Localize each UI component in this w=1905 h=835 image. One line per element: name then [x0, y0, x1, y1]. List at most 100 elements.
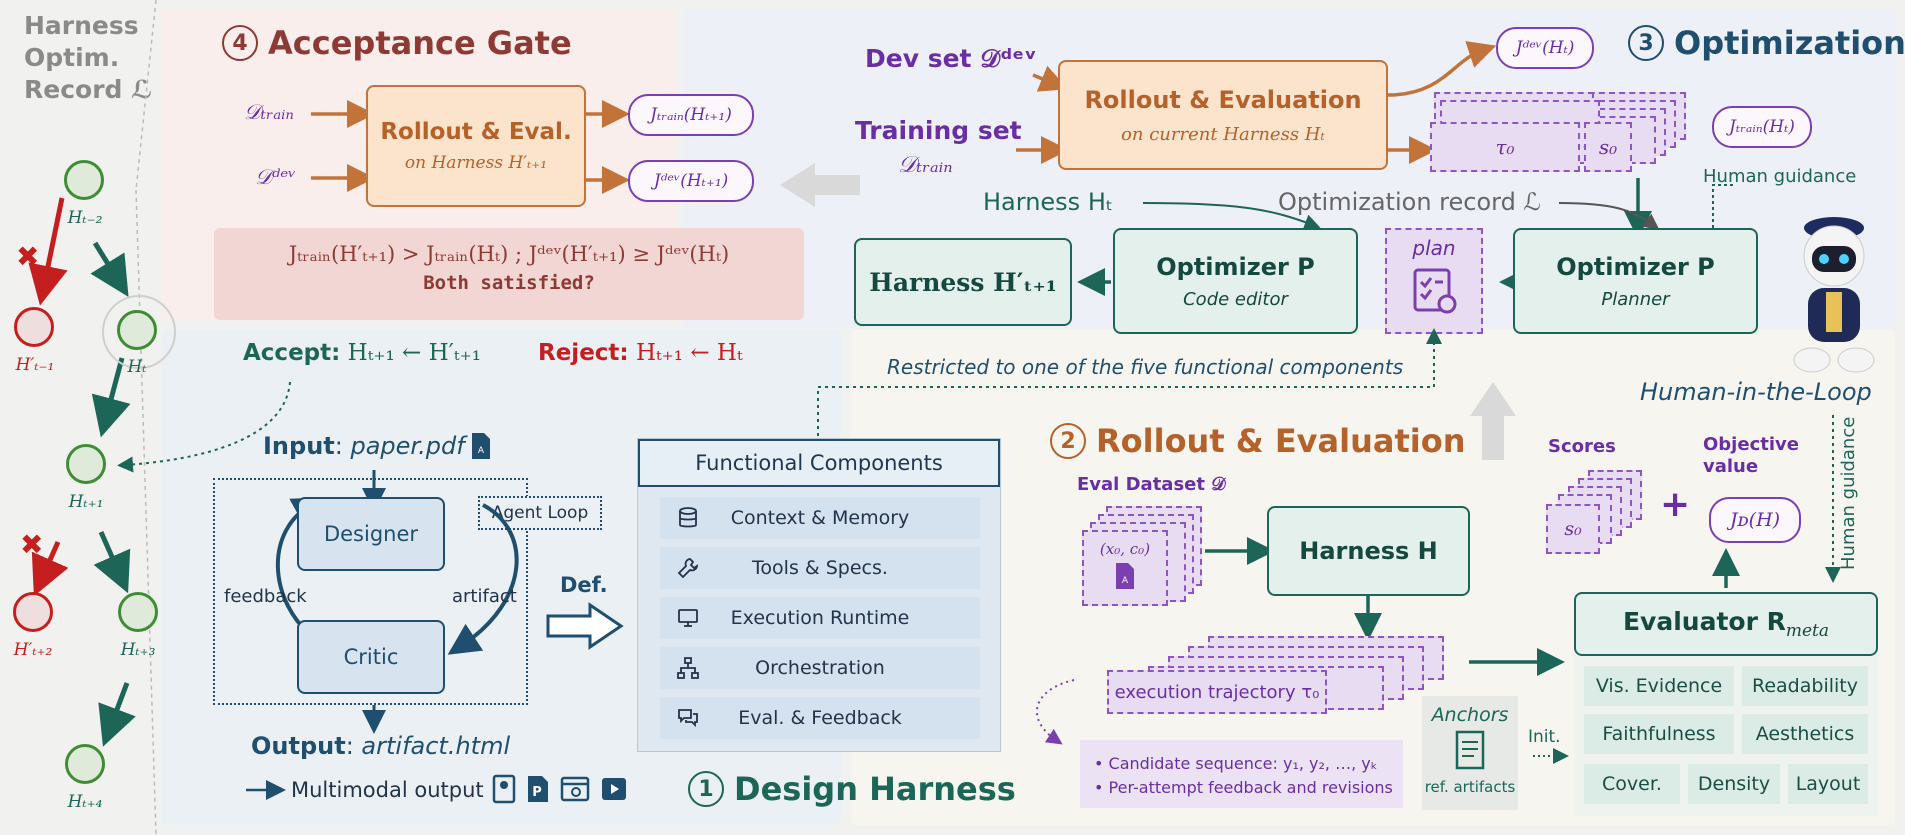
anchors-box: Anchors ref. artifacts — [1422, 696, 1518, 810]
step-number: 4 — [222, 25, 258, 61]
robot-icon — [1793, 217, 1875, 373]
record-node-label: Hₜ — [127, 357, 147, 377]
harness-new-box: Harness H′ₜ₊₁ — [854, 238, 1072, 326]
dev-set-label: Dev set 𝒟ᵈᵉᵛ — [865, 44, 1037, 73]
svg-text:A: A — [478, 446, 485, 456]
metric-layout: Layout — [1788, 764, 1868, 804]
metric-vis-evidence: Vis. Evidence — [1584, 666, 1734, 706]
designer-box: Designer — [297, 497, 445, 571]
ref-artifacts-label: ref. artifacts — [1424, 778, 1516, 796]
fc-title: Functional Components — [695, 451, 943, 475]
step-number: 1 — [688, 771, 724, 807]
pdf-icon: A — [1116, 563, 1134, 589]
pdf-icon: A — [472, 433, 490, 459]
step-number: 3 — [1628, 25, 1664, 61]
code-editor-sub: Code editor — [1183, 288, 1288, 310]
fc-item-eval-feedback: Eval. & Feedback — [660, 697, 980, 739]
record-node — [118, 592, 158, 632]
training-set-symbol: 𝒟ₜᵣₐᵢₙ — [898, 152, 953, 178]
tau-box: τ₀ — [1430, 122, 1580, 172]
pair-label: (x₀, c₀) — [1099, 540, 1151, 558]
fc-header: Functional Components — [638, 439, 1000, 487]
opt-record-label: Optimization record ℒ — [1278, 188, 1541, 216]
s-box: s₀ — [1584, 122, 1632, 172]
record-node-label: Hₜ₊₃ — [120, 640, 156, 660]
init-label: Init. — [1528, 727, 1561, 747]
record-node — [66, 444, 106, 484]
metric-aesthetics: Aesthetics — [1742, 714, 1868, 754]
record-node — [64, 160, 104, 200]
fc-item-tools-specs: Tools & Specs. — [660, 547, 980, 589]
output-line: Output: artifact.html — [251, 732, 511, 760]
optimization-heading: 3 Optimization — [1628, 24, 1905, 62]
accept-rule: Accept: Hₜ₊₁ ← H′ₜ₊₁ — [243, 340, 481, 366]
rollout-eval-heading: 2 Rollout & Evaluation — [1050, 422, 1466, 460]
panel-title: Optimization — [1674, 24, 1905, 62]
record-arrows — [28, 197, 136, 747]
record-node-label: Hₜ₊₄ — [67, 792, 103, 812]
multimodal-icons: P — [492, 774, 628, 804]
opt-human-guidance: Human guidance — [1703, 166, 1857, 187]
panel-title: Design Harness — [734, 770, 1016, 808]
accept-expr: Hₜ₊₁ ← H′ₜ₊₁ — [347, 340, 481, 366]
metric-faithfulness: Faithfulness — [1584, 714, 1734, 754]
panel-title: Rollout & Evaluation — [1096, 422, 1466, 460]
harness-new-label: Harness H′ₜ₊₁ — [869, 267, 1057, 297]
record-node — [13, 592, 53, 632]
plan-label: plan — [1412, 236, 1456, 260]
reject-label: Reject: — [538, 340, 629, 366]
code-editor-box: Optimizer P Code editor — [1113, 228, 1358, 334]
def-label: Def. — [560, 573, 608, 597]
gate-rollout-title: Rollout & Eval. — [380, 119, 572, 145]
eval-human-guidance: Human guidance — [1838, 416, 1859, 570]
gate-out-dev: Jᵈᵉᵛ(Hₜ₊₁) — [628, 160, 754, 202]
checklist-icon — [1413, 268, 1457, 314]
anchors-label: Anchors — [1431, 704, 1509, 726]
grey-arrow-up — [1470, 382, 1516, 460]
training-set-label: Training set — [855, 116, 1022, 145]
opt-rollout-box: Rollout & Evaluation on current Harness … — [1058, 60, 1388, 170]
svg-text:P: P — [532, 785, 542, 800]
opt-out-dev: Jᵈᵉᵛ(Hₜ) — [1496, 27, 1594, 69]
fc-item-label: Orchestration — [755, 657, 885, 679]
metric-readability: Readability — [1742, 666, 1868, 706]
reject-rule: Reject: Hₜ₊₁ ← Hₜ — [538, 340, 743, 366]
fc-item-label: Eval. & Feedback — [738, 707, 902, 729]
harness-ht-label: Harness Hₜ — [983, 188, 1113, 216]
fc-item-label: Tools & Specs. — [752, 557, 888, 579]
candidate-seq: • Candidate sequence: y₁, y₂, …, yₖ — [1094, 754, 1378, 773]
trajectory-label: execution trajectory τ₀ — [1114, 681, 1320, 703]
s-label: s₀ — [1598, 135, 1618, 159]
current-node-halo — [102, 295, 176, 369]
wrench-icon — [677, 558, 699, 579]
evaluator-label: Evaluator Rmeta — [1622, 607, 1830, 641]
input-dev: 𝒟ᵈᵉᵛ — [255, 165, 297, 189]
score-box: s₀ — [1546, 504, 1600, 554]
input-label: Input — [263, 432, 335, 460]
reject-expr: Hₜ₊₁ ← Hₜ — [635, 340, 743, 366]
tau-label: τ₀ — [1495, 135, 1515, 159]
evaluator-box: Evaluator Rmeta — [1574, 592, 1878, 656]
output-label: Output — [251, 732, 346, 760]
record-node-label: Hₜ₊₁ — [68, 492, 104, 512]
dataset-item: (x₀, c₀) A — [1082, 530, 1168, 606]
hitl-label: Human-in-the-Loop — [1640, 378, 1872, 406]
poster-icon — [492, 774, 516, 804]
fc-item-execution-runtime: Execution Runtime — [660, 597, 980, 639]
opt-out-train: Jₜᵣₐᵢₙ(Hₜ) — [1712, 106, 1812, 148]
fc-item-label: Context & Memory — [730, 507, 910, 529]
opt-rollout-sub: on current Harness Hₜ — [1121, 123, 1325, 145]
acceptance-gate-arrows — [311, 100, 630, 194]
code-editor-title: Optimizer P — [1156, 252, 1315, 281]
step-number: 2 — [1050, 423, 1086, 459]
artifact-label: artifact — [452, 586, 517, 607]
record-node — [14, 307, 54, 347]
webpage-icon — [560, 776, 590, 802]
database-icon — [679, 507, 697, 528]
gate-out-train: Jₜᵣₐᵢₙ(Hₜ₊₁) — [628, 94, 754, 136]
record-node — [117, 310, 157, 350]
plus-sign: + — [1660, 484, 1691, 525]
fc-item-label: Execution Runtime — [730, 607, 910, 629]
hierarchy-icon — [677, 657, 699, 679]
